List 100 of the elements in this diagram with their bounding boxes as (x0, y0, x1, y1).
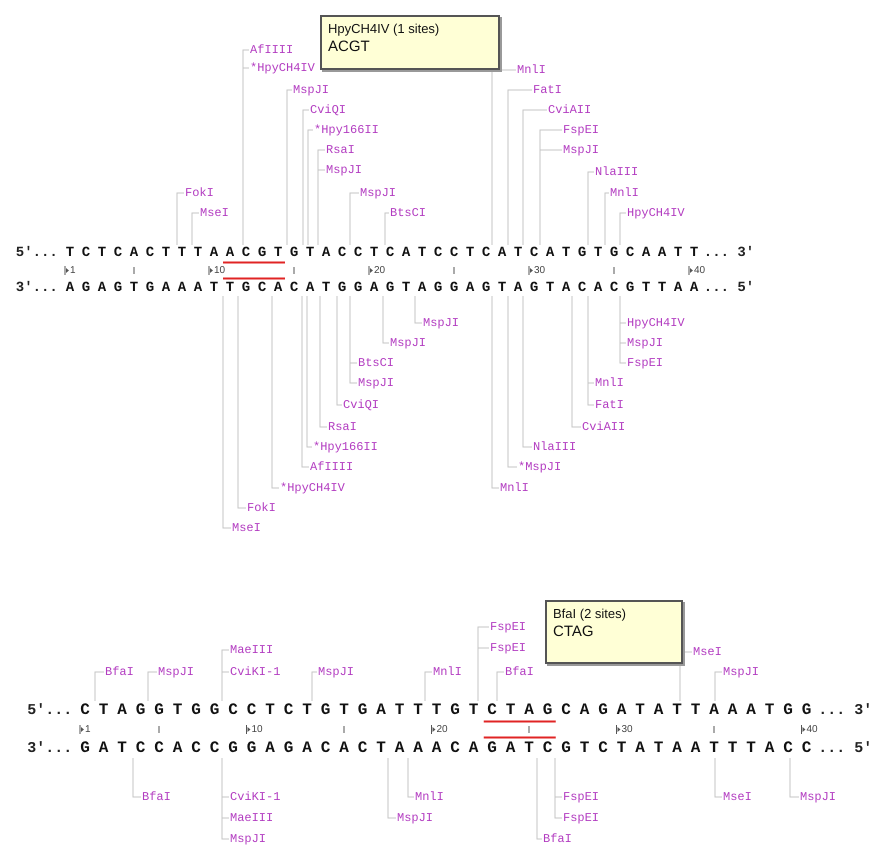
enzyme-label: MspJI (358, 376, 394, 390)
enzyme-label: MspJI (158, 665, 194, 679)
leader-line (492, 70, 516, 246)
ruler-number: 40 (806, 724, 818, 735)
enzyme-label: MnlI (500, 481, 529, 495)
leader-line (572, 296, 582, 428)
enzyme-label: MspJI (360, 186, 396, 200)
enzyme-label: MspJI (723, 665, 760, 679)
leader-line (222, 296, 232, 528)
enzyme-label: FspEI (490, 620, 526, 634)
enzyme-label: MseI (693, 645, 722, 659)
enzyme-label: MaeIII (230, 643, 274, 657)
enzyme-label: MspJI (293, 83, 330, 97)
leader-line (536, 758, 542, 840)
leader-line (192, 212, 200, 246)
tooltip-title: BfaI (2 sites) (553, 606, 627, 621)
leader-line (384, 212, 390, 246)
recognition-sequence: CTAG (553, 623, 595, 640)
enzyme-label: NlaIII (595, 165, 638, 179)
enzyme-label: FokI (247, 501, 276, 515)
ruler-number: 1 (85, 724, 91, 735)
enzyme-label: MspJI (318, 665, 354, 679)
leader-line (320, 296, 328, 428)
leader-line (492, 296, 500, 488)
enzyme-label: FspEI (490, 641, 526, 655)
tooltip-box (545, 600, 683, 664)
enzyme-label: *MspJI (518, 460, 562, 474)
leader-line (222, 672, 230, 702)
dna-sequence: AGAGTGAAATTGCACATGGAGTAGGAGTAGTACACGTTAA (66, 280, 706, 296)
leader-line (714, 758, 722, 798)
leader-line (388, 758, 396, 818)
ruler-number: 30 (534, 265, 546, 276)
enzyme-label: MseI (232, 521, 261, 535)
enzyme-label: BfaI (505, 665, 534, 679)
enzyme-label: CviQI (343, 398, 380, 412)
leader-line (414, 296, 422, 324)
leader-line (508, 296, 518, 468)
leader-line (312, 672, 318, 702)
enzyme-label: MspJI (390, 336, 426, 350)
enzyme-label: BfaI (543, 832, 572, 846)
enzyme-label: *HpyCH4IV (250, 61, 315, 75)
leader-line (540, 150, 562, 246)
strand-end-label: 3'... (16, 280, 58, 296)
enzyme-label: FspEI (627, 356, 664, 370)
leader-line (478, 648, 490, 702)
leader-line (620, 296, 626, 364)
enzyme-label: FatI (595, 398, 624, 412)
leader-line (286, 90, 292, 246)
leader-line (408, 758, 414, 798)
leader-line (336, 296, 342, 406)
enzyme-label: MspJI (627, 336, 664, 350)
ruler-number: 10 (214, 265, 226, 276)
enzyme-label: HpyCH4IV (627, 316, 685, 330)
dna-sequence: TCTCACTTTAACGTGTACCTCATCCTCATCATGTGCAATT (66, 245, 706, 261)
enzyme-label: AfIIII (250, 43, 294, 57)
enzyme-label: MseI (200, 206, 229, 220)
enzyme-label: *HpyCH4IV (280, 481, 345, 495)
enzyme-label: HpyCH4IV (627, 206, 685, 220)
enzyme-label: FatI (533, 83, 562, 97)
enzyme-label: MspJI (800, 790, 836, 804)
leader-line (424, 672, 432, 702)
ruler-number: 30 (622, 724, 633, 735)
leader-line (308, 130, 314, 246)
enzyme-label: MaeIII (230, 811, 274, 825)
enzyme-label: FspEI (563, 790, 600, 804)
enzyme-label: CviAII (582, 420, 626, 434)
strand-end-label: ... 3' (704, 245, 754, 261)
enzyme-label: MspJI (423, 316, 460, 330)
strand-end-label: ... 5' (704, 280, 754, 296)
leader-line (302, 296, 310, 468)
leader-line (94, 672, 104, 702)
leader-line (522, 110, 548, 246)
enzyme-label: RsaI (328, 420, 357, 434)
leader-line (350, 192, 360, 246)
dna-sequence: GATCCACCGGAGACACTAAACAGATCGTCTATAATTTACC (80, 739, 820, 758)
strand-end-label: ... 5' (818, 739, 872, 758)
enzyme-label: MspJI (326, 163, 362, 177)
ruler-number: 20 (374, 265, 386, 276)
leader-line (318, 170, 326, 246)
enzyme-label: CviQI (310, 103, 346, 117)
enzyme-label: MspJI (230, 832, 266, 846)
enzyme-label: FspEI (563, 123, 600, 137)
leader-line (222, 758, 230, 840)
leader-line (496, 672, 504, 702)
enzyme-label: MspJI (563, 143, 600, 157)
leader-line (522, 296, 532, 448)
leader-line (604, 192, 610, 246)
leader-line (790, 758, 800, 798)
enzyme-label: *Hpy166II (313, 440, 378, 454)
leader-line (588, 296, 594, 406)
ruler-number: 20 (436, 724, 448, 735)
leader-line (132, 758, 142, 798)
ruler-number: 10 (252, 724, 263, 735)
leader-line (148, 672, 158, 702)
leader-line (508, 90, 532, 246)
enzyme-label: NlaIII (533, 440, 576, 454)
enzyme-label: BtsCI (358, 356, 394, 370)
leader-line (306, 296, 312, 448)
enzyme-label: BtsCI (390, 206, 426, 220)
leader-line (176, 192, 184, 246)
